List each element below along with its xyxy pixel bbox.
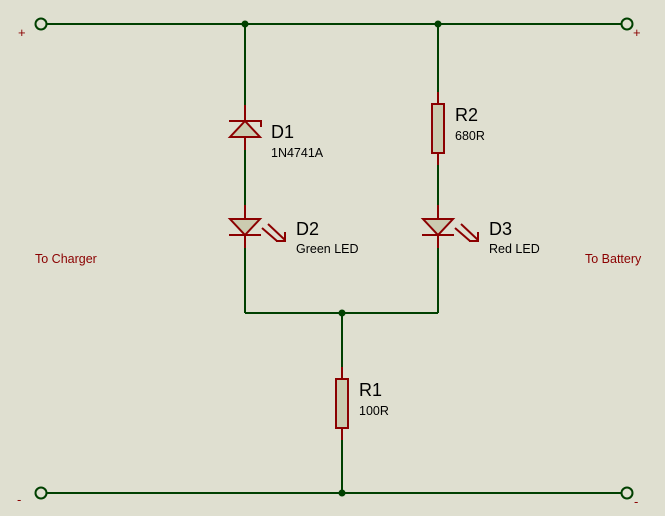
terminals (34, 17, 634, 500)
junctions (241, 20, 442, 497)
d1-triangle (227, 119, 263, 138)
d2-light-arrows-icon (261, 223, 286, 242)
resistor-r2[interactable] (431, 92, 445, 165)
polarity-top-right: + (633, 25, 641, 40)
r1-body (335, 378, 349, 429)
junction-dot (338, 309, 346, 317)
net-label-to-battery: To Battery (585, 252, 642, 266)
terminal-bottom-left[interactable] (34, 486, 48, 500)
d1-value-label: 1N4741A (271, 146, 324, 160)
terminal-top-right[interactable] (620, 17, 634, 31)
r2-ref-label: R2 (455, 105, 478, 125)
polarity-bottom-right: - (634, 494, 638, 509)
terminal-top-left[interactable] (34, 17, 48, 31)
wires (47, 23, 621, 494)
junction-dot (241, 20, 249, 28)
zener-diode-d1[interactable] (227, 105, 263, 150)
r2-value-label: 680R (455, 129, 485, 143)
d3-value-label: Red LED (489, 242, 540, 256)
terminal-bottom-right[interactable] (620, 486, 634, 500)
led-d3[interactable] (420, 205, 479, 248)
net-label-to-charger: To Charger (35, 252, 97, 266)
d2-triangle (227, 218, 263, 237)
d2-value-label: Green LED (296, 242, 359, 256)
d3-light-arrows-icon (454, 223, 479, 242)
junction-dot (434, 20, 442, 28)
d3-triangle (420, 218, 456, 237)
r1-ref-label: R1 (359, 380, 382, 400)
led-d2[interactable] (227, 205, 286, 248)
d3-ref-label: D3 (489, 219, 512, 239)
polarity-top-left: + (18, 25, 26, 40)
d1-ref-label: D1 (271, 122, 294, 142)
r2-body (431, 103, 445, 154)
resistor-r1[interactable] (335, 367, 349, 440)
d2-ref-label: D2 (296, 219, 319, 239)
junction-dot (338, 489, 346, 497)
d1-zener-bar (229, 120, 262, 127)
polarity-bottom-left: - (17, 492, 21, 507)
r1-value-label: 100R (359, 404, 389, 418)
